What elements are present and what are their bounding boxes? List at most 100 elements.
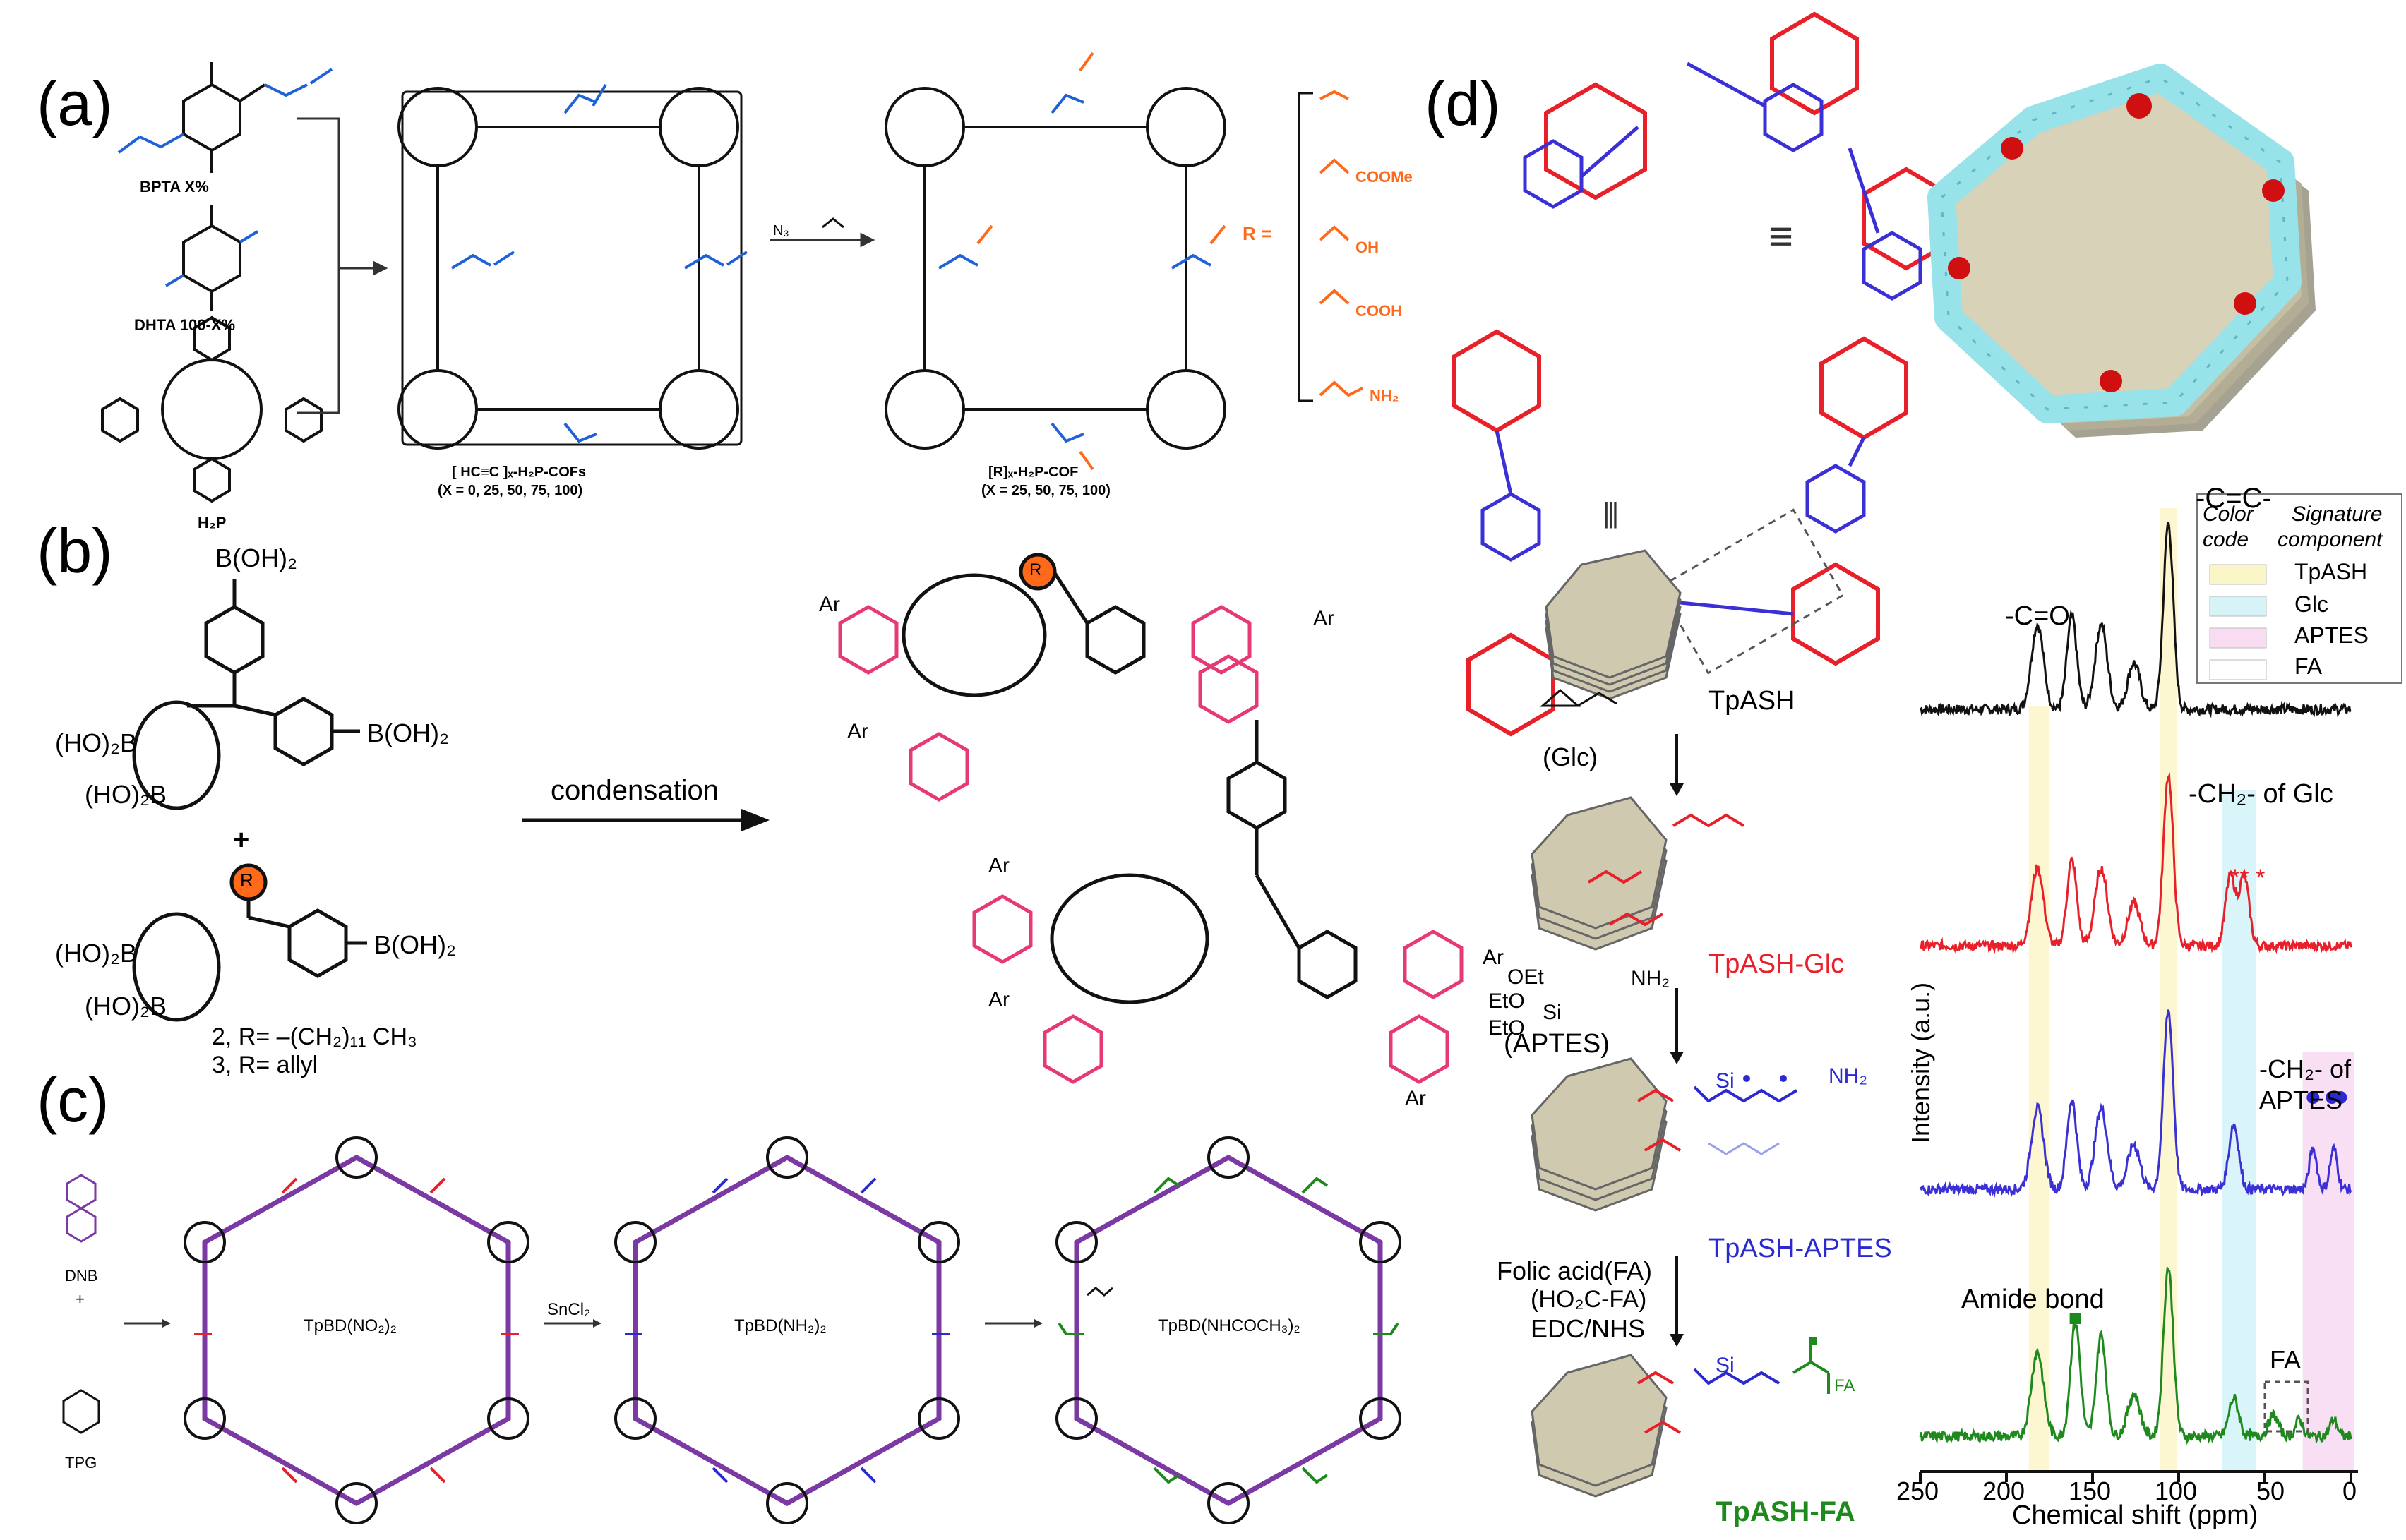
d-tpash-fa: TpASH-FA [1716,1496,1855,1527]
d-si-2: Si [1716,1354,1735,1377]
b-boronic-left-4: (HO)₂B [85,992,167,1021]
c-sncl2: SnCl₂ [547,1300,591,1319]
r-group-nh2: NH₂ [1370,387,1399,404]
band-aptes [2302,1052,2354,1472]
x-tick-label-150: 150 [2069,1476,2112,1505]
r-group-oh: OH [1355,239,1379,256]
b-ar-4: Ar [988,854,1010,877]
c-dnb: DNB [65,1267,98,1285]
panel-label-c: (c) [37,1065,109,1135]
d-tpash-aptes: TpASH-APTES [1708,1234,1892,1263]
d-tpash-glc: TpASH-Glc [1708,949,1845,979]
d-aptes-eto-1: EtO [1488,989,1525,1013]
d-aptes-eto-2: EtO [1488,1016,1525,1040]
product2-sub: (X = 25, 50, 75, 100) [981,483,1111,498]
product1-sub: (X = 0, 25, 50, 75, 100) [438,483,583,498]
c-cof1: TpBD(NO₂)₂ [304,1316,397,1335]
b-ar-7: Ar [1405,1087,1426,1110]
b-boronic-right-1: B(OH)₂ [367,718,449,747]
x-tick-label-50: 50 [2256,1476,2285,1505]
nmr-annotation-cc: -C=C- [2196,483,2272,514]
x-tick-label-200: 200 [1982,1476,2025,1505]
b-boronic-left-2: (HO)₂B [85,780,167,809]
marker-amide [2069,1313,2081,1324]
band-tpash-co [2028,706,2049,1472]
legend-header-2: Signature [2292,503,2383,526]
d-fa-line2: (HO₂C-FA) [1531,1286,1647,1313]
legend-item-glc: Glc [2294,591,2328,617]
legend-item-fa: FA [2294,654,2323,679]
legend-header-2b: component [2278,528,2383,551]
legend-item-aptes: APTES [2294,622,2369,648]
marker-aptes-3 [2334,1091,2347,1104]
d-fa-line3: EDC/NHS [1531,1314,1646,1343]
r-group-coome: COOMe [1355,168,1413,186]
nmr-xlabel: Chemical shift (ppm) [2012,1500,2258,1530]
d-aptes-nh2: NH₂ [1631,967,1670,990]
d-aptes: (APTES) [1504,1029,1610,1059]
nmr-annotation-co: -C=O [2005,601,2070,631]
b-ar-5: Ar [988,988,1010,1011]
legend-swatch-3 [2209,627,2267,649]
band-tpash-cc [2160,508,2177,1472]
b-r-small: R [240,870,253,891]
reactant-dhta: DHTA 100-X% [134,316,236,334]
d-fa-tag: FA [1834,1376,1855,1395]
b-compound2: 2, R= –(CH₂)₁₁ CH₃ [212,1023,417,1050]
nmr-annotation-aptes-1: -CH₂- of [2259,1054,2351,1083]
nmr-annotation-amide: Amide bond [1961,1285,2105,1314]
spectrum-line-2 [1920,772,2352,954]
b-boronic-right-2: B(OH)₂ [374,930,456,959]
x-tick-label-0: 0 [2342,1476,2357,1505]
c-plus: + [76,1290,85,1308]
nmr-annotation-aptes-2: APTES [2259,1085,2343,1114]
panel-label-d: (d) [1425,68,1501,138]
reagent-azide: N₃ [773,223,789,239]
d-equiv-v: ||| [1603,498,1619,529]
x-tick-label-100: 100 [2155,1476,2198,1505]
legend-swatch-1 [2209,564,2267,585]
b-plus: + [233,824,250,855]
b-ar-1: Ar [819,593,840,616]
nmr-annotation-glc: -CH₂- of Glc [2189,779,2333,809]
nmr-annotation-fa: FA [2270,1345,2302,1374]
product2-label: [R]ₓ-H₂P-COF [988,464,1079,480]
spectrum-line-4 [1919,1265,2352,1445]
fa-box [2263,1380,2309,1433]
c-cof3: TpBD(NHCOCH₃)₂ [1158,1316,1300,1335]
d-si-1: Si [1716,1069,1735,1093]
d-aptes-oet: OEt [1507,965,1544,989]
d-glc: (Glc) [1543,742,1598,771]
legend-swatch-2 [2209,596,2267,617]
b-boronic-left-1: (HO)₂B [55,728,137,757]
spectrum-line-1 [1920,522,2352,718]
b-condensation: condensation [551,775,719,806]
legend-header-1b: code [2203,528,2249,551]
nmr-ylabel: Intensity (a.u.) [1906,982,1935,1143]
reactant-bpta: BPTA X% [140,178,209,195]
b-compound3: 3, R= allyl [212,1052,318,1078]
panel-label-b: (b) [37,516,113,586]
reactant-h2p: H₂P [198,514,227,531]
c-tpg: TPG [65,1454,97,1472]
d-tpash: TpASH [1708,686,1795,716]
spectrum-line-3 [1919,1009,2352,1198]
d-nh2-1: NH₂ [1829,1064,1867,1088]
legend-box [2196,493,2402,684]
b-ar-3: Ar [1313,607,1334,630]
product1-label: [ HC≡C ]ₓ-H₂P-COFs [452,464,587,480]
panel-label-a: (a) [37,68,113,138]
b-r-product: R [1029,560,1042,579]
legend-swatch-4 [2209,659,2267,680]
b-ar-2: Ar [847,720,868,743]
b-boronic-left-3: (HO)₂B [55,939,137,968]
r-equals: R = [1243,223,1272,244]
x-tick-label-250: 250 [1896,1476,1939,1505]
marker-glc: ** * [2230,865,2265,891]
d-aptes-si: Si [1543,1001,1562,1024]
